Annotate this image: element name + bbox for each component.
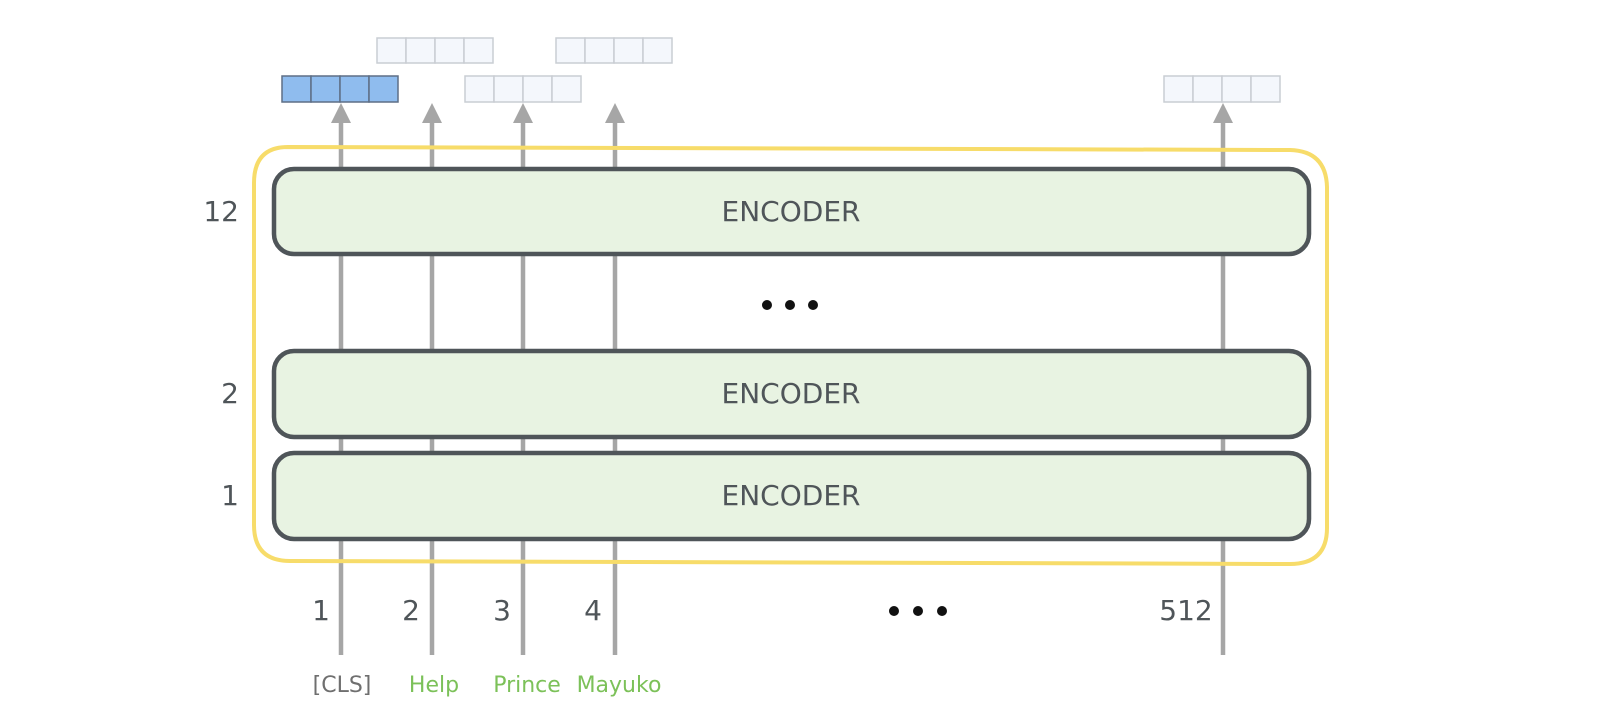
encoder-box <box>271 166 1312 257</box>
encoder-label: ENCODER <box>722 377 861 410</box>
vector-cell <box>464 75 495 103</box>
position-numbers: 1 2 3 4 512 <box>312 594 1213 627</box>
encoder-layer-2: ENCODER 2 <box>221 348 1312 440</box>
encoder-label: ENCODER <box>722 479 861 512</box>
token-help: Help <box>409 673 459 698</box>
vector-cell <box>281 75 312 103</box>
input-tokens: [CLS] Help Prince Mayuko <box>313 673 662 698</box>
token-prince: Prince <box>493 673 561 698</box>
output-vector-position-4 <box>555 37 673 64</box>
vector-cell <box>1163 75 1194 103</box>
vector-cell <box>434 37 465 64</box>
encoder-layer-12: ENCODER 12 <box>203 166 1312 257</box>
output-vector-position-512 <box>1163 75 1281 103</box>
vector-cell <box>555 37 586 64</box>
ellipsis-dot <box>785 300 795 310</box>
vector-cell <box>1221 75 1252 103</box>
vector-cell <box>1192 75 1223 103</box>
vector-cell <box>405 37 436 64</box>
vector-cell <box>551 75 582 103</box>
vector-cell <box>493 75 524 103</box>
encoder-label: ENCODER <box>722 195 861 228</box>
layer-number: 1 <box>221 479 239 512</box>
position-number: 3 <box>493 594 511 627</box>
ellipsis-dot <box>937 606 947 616</box>
vector-cell <box>376 37 407 64</box>
encoder-box <box>271 348 1312 440</box>
vector-cell <box>584 37 615 64</box>
ellipsis-dot <box>808 300 818 310</box>
layer-number: 12 <box>203 195 239 228</box>
vector-cell <box>1250 75 1281 103</box>
ellipsis-dot <box>889 606 899 616</box>
position-number: 2 <box>402 594 420 627</box>
token-mayuko: Mayuko <box>577 673 662 698</box>
ellipsis-between-positions <box>889 606 947 616</box>
encoder-layer-1: ENCODER 1 <box>221 450 1312 542</box>
position-number: 1 <box>312 594 330 627</box>
vector-cell <box>522 75 553 103</box>
output-vector-cls <box>281 75 399 103</box>
vector-cell <box>368 75 399 103</box>
layer-number: 2 <box>221 377 239 410</box>
arrow-head-position-4 <box>605 103 625 123</box>
token-cls: [CLS] <box>313 673 372 698</box>
position-number: 4 <box>584 594 602 627</box>
ellipsis-between-encoders <box>762 300 818 310</box>
arrow-head-position-1 <box>331 103 351 123</box>
vector-cell <box>310 75 341 103</box>
vector-cell <box>463 37 494 64</box>
position-number: 512 <box>1159 594 1212 627</box>
vector-cell <box>339 75 370 103</box>
arrow-head-position-512 <box>1213 103 1233 123</box>
vector-cell <box>613 37 644 64</box>
arrow-head-position-3 <box>513 103 533 123</box>
encoder-box <box>271 450 1312 542</box>
arrow-head-position-2 <box>422 103 442 123</box>
vector-cell <box>642 37 673 64</box>
encoder-stack-frame <box>252 144 1329 567</box>
ellipsis-dot <box>762 300 772 310</box>
ellipsis-dot <box>913 606 923 616</box>
output-vector-position-3 <box>464 75 582 103</box>
output-vector-position-2 <box>376 37 494 64</box>
